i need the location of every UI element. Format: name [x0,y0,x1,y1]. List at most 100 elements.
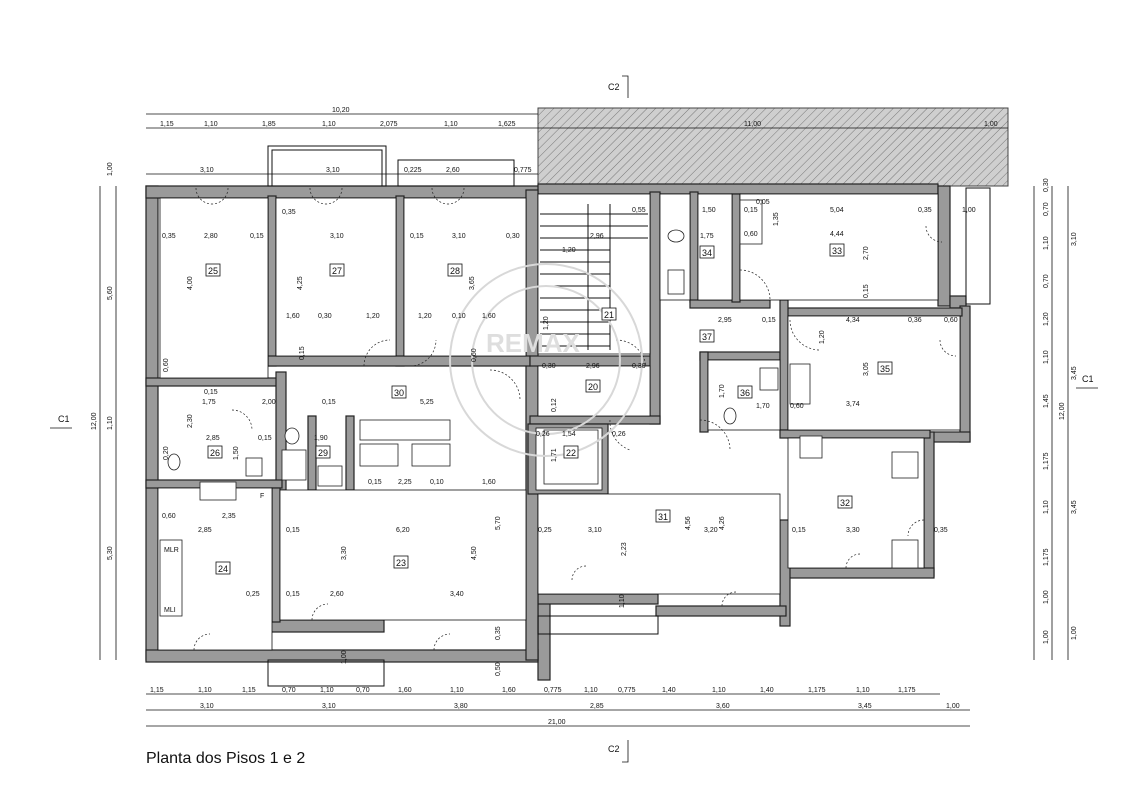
room-labels: 25 27 28 21 34 33 37 35 30 20 26 29 22 3… [205,243,893,575]
dim-right-o0: 3,10 [1071,232,1078,246]
dim-int-53: 2,30 [187,414,194,428]
dim-int-1: 2,80 [204,233,218,240]
dim-bot-r2-6: 1,00 [946,703,960,710]
dim-int-23: 1,50 [702,207,716,214]
dim-top-r2-3: 1,10 [322,121,336,128]
dim-bot-r2-0: 3,10 [200,703,214,710]
top-dimensions: 10,20 11,00 1,00 1,15 1,10 1,85 1,10 2,0… [160,107,998,174]
dim-int-88: 0,35 [495,626,502,640]
dim-int-49: 1,75 [202,399,216,406]
dim-bot-r1-8: 1,60 [502,687,516,694]
dim-bot-r1-10: 1,10 [584,687,598,694]
dim-bot-r1-4: 1,10 [320,687,334,694]
dim-int-39: 0,36 [908,317,922,324]
dim-bot-r1-12: 1,40 [662,687,676,694]
room-number: 37 [702,332,712,342]
dim-int-47: 0,30 [632,363,646,370]
dim-int-25: 0,15 [744,207,758,214]
dim-int-75: 0,25 [538,527,552,534]
dim-int-84: 0,25 [246,591,260,598]
interior-dimensions: 0,35 2,80 0,15 3,10 0,15 3,10 0,30 0,35 … [162,199,976,676]
dim-bot-r1-14: 1,40 [760,687,774,694]
left-dimensions: 1,00 5,60 12,00 1,10 5,30 [91,162,114,560]
dim-int-81: 0,15 [792,527,806,534]
room-37: 37 [699,329,715,343]
dim-int-85: 0,15 [286,591,300,598]
dim-right-i5: 1,10 [1043,350,1050,364]
dim-bot-r1-0: 1,15 [150,687,164,694]
dim-int-56: 1,90 [314,435,328,442]
dim-int-28: 1,00 [962,207,976,214]
room-number: 32 [840,498,850,508]
dimension-lines [99,113,1069,727]
dim-int-35: 1,20 [543,316,550,330]
dim-int-78: 4,56 [685,516,692,530]
dim-int-71: 5,70 [495,516,502,530]
section-c1-right: C1 [1082,374,1094,384]
stairs [540,204,648,350]
dim-bot-r2-4: 3,60 [716,703,730,710]
dim-bot-r1-15: 1,175 [808,687,826,694]
dim-int-12: 0,30 [318,313,332,320]
room-21: 21 [601,307,617,321]
dim-int-2: 0,15 [250,233,264,240]
dim-int-7: 0,35 [282,209,296,216]
dim-right-i0: 0,30 [1043,178,1050,192]
dim-int-16: 1,60 [482,313,496,320]
dim-int-92: 0,20 [163,446,170,460]
dim-int-90: 1,00 [341,650,348,664]
dim-int-69: 0,15 [286,527,300,534]
dim-left-a: 1,00 [107,162,114,176]
dim-int-13: 1,20 [366,313,380,320]
dim-int-44: 3,74 [846,401,860,408]
dim-right-i11: 1,00 [1043,630,1050,644]
dim-right-i4: 1,20 [1043,312,1050,326]
dim-bot-r1-17: 1,175 [898,687,916,694]
dim-int-82: 3,30 [846,527,860,534]
dim-bot-r1-13: 1,10 [712,687,726,694]
dim-int-45: 0,30 [542,363,556,370]
room-number: 23 [396,558,406,568]
dim-top-end: 1,00 [984,121,998,128]
dim-int-19: 0,60 [471,348,478,362]
dim-int-89: 0,50 [495,662,502,676]
room-33: 33 [829,243,845,257]
dim-int-17: 0,60 [163,358,170,372]
dim-top-r2-6: 1,625 [498,121,516,128]
dim-bot-r1-3: 0,70 [282,687,296,694]
room-36: 36 [737,385,753,399]
dim-bot-r1-16: 1,10 [856,687,870,694]
right-dimensions: 12,00 3,10 3,45 3,45 1,00 0,30 0,70 1,10… [1043,178,1078,644]
dim-int-62: 0,26 [612,431,626,438]
dim-int-60: 1,71 [551,448,558,462]
dim-bot-r2-2: 3,80 [454,703,468,710]
label-mli: MLI [164,607,176,614]
room-number: 35 [880,364,890,374]
section-c2-bottom: C2 [608,744,620,754]
room-number: 33 [832,246,842,256]
dim-int-11: 1,60 [286,313,300,320]
dim-bot-r1-11: 0,775 [618,687,636,694]
room-32: 32 [837,495,853,509]
room-number: 21 [604,310,614,320]
dim-int-59: 1,54 [562,431,576,438]
fixtures [159,199,919,617]
dim-int-41: 3,05 [863,362,870,376]
dim-top-r3-2: 0,225 [404,167,422,174]
dim-right-i1: 0,70 [1043,202,1050,216]
dim-int-9: 4,25 [297,276,304,290]
dim-int-34: 0,15 [863,284,870,298]
dim-int-22: 2,96 [590,233,604,240]
dim-int-57: 1,50 [233,446,240,460]
fixture-labels: MLR MLI F [164,493,264,614]
room-31: 31 [655,509,671,523]
dim-int-76: 3,10 [588,527,602,534]
dim-int-40: 0,60 [944,317,958,324]
dim-int-31: 0,05 [756,199,770,206]
dim-int-6: 0,30 [506,233,520,240]
room-number: 26 [210,448,220,458]
dim-int-29: 4,44 [830,231,844,238]
dim-top-r3-3: 2,60 [446,167,460,174]
dim-int-48: 0,15 [204,389,218,396]
